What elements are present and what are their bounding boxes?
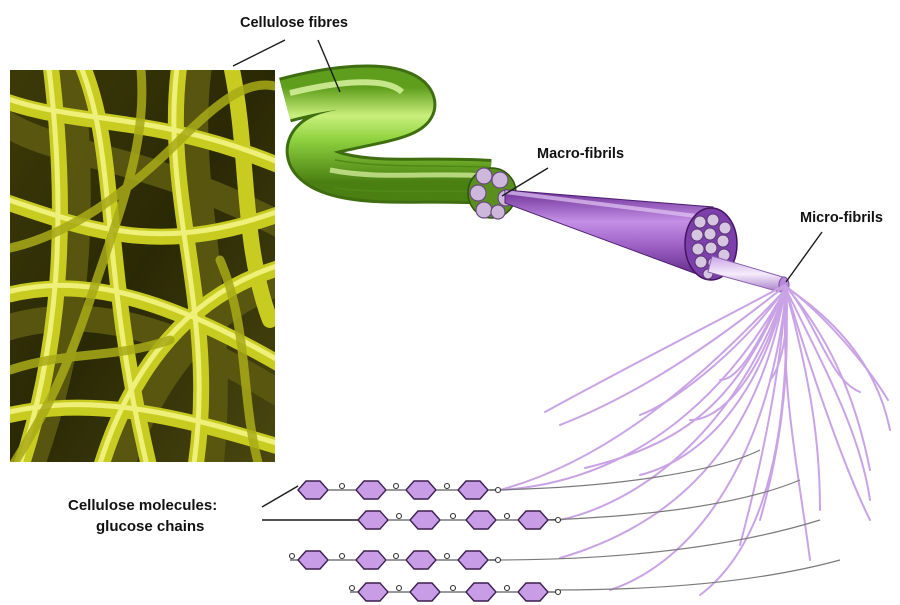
label-macro-fibrils: Macro-fibrils (537, 146, 624, 162)
label-micro-fibrils: Micro-fibrils (800, 210, 883, 226)
microfibril-strands (500, 285, 890, 595)
macro-fibril-cone (505, 190, 737, 280)
micro-fibril-rod (708, 256, 789, 293)
fibre-micrograph (0, 60, 290, 470)
cellulose-fibre-tube (285, 82, 490, 192)
label-cellulose-molecules: Cellulose molecules: (68, 497, 217, 514)
label-cellulose-fibres: Cellulose fibres (240, 15, 348, 31)
label-glucose-chains: glucose chains (96, 518, 204, 535)
